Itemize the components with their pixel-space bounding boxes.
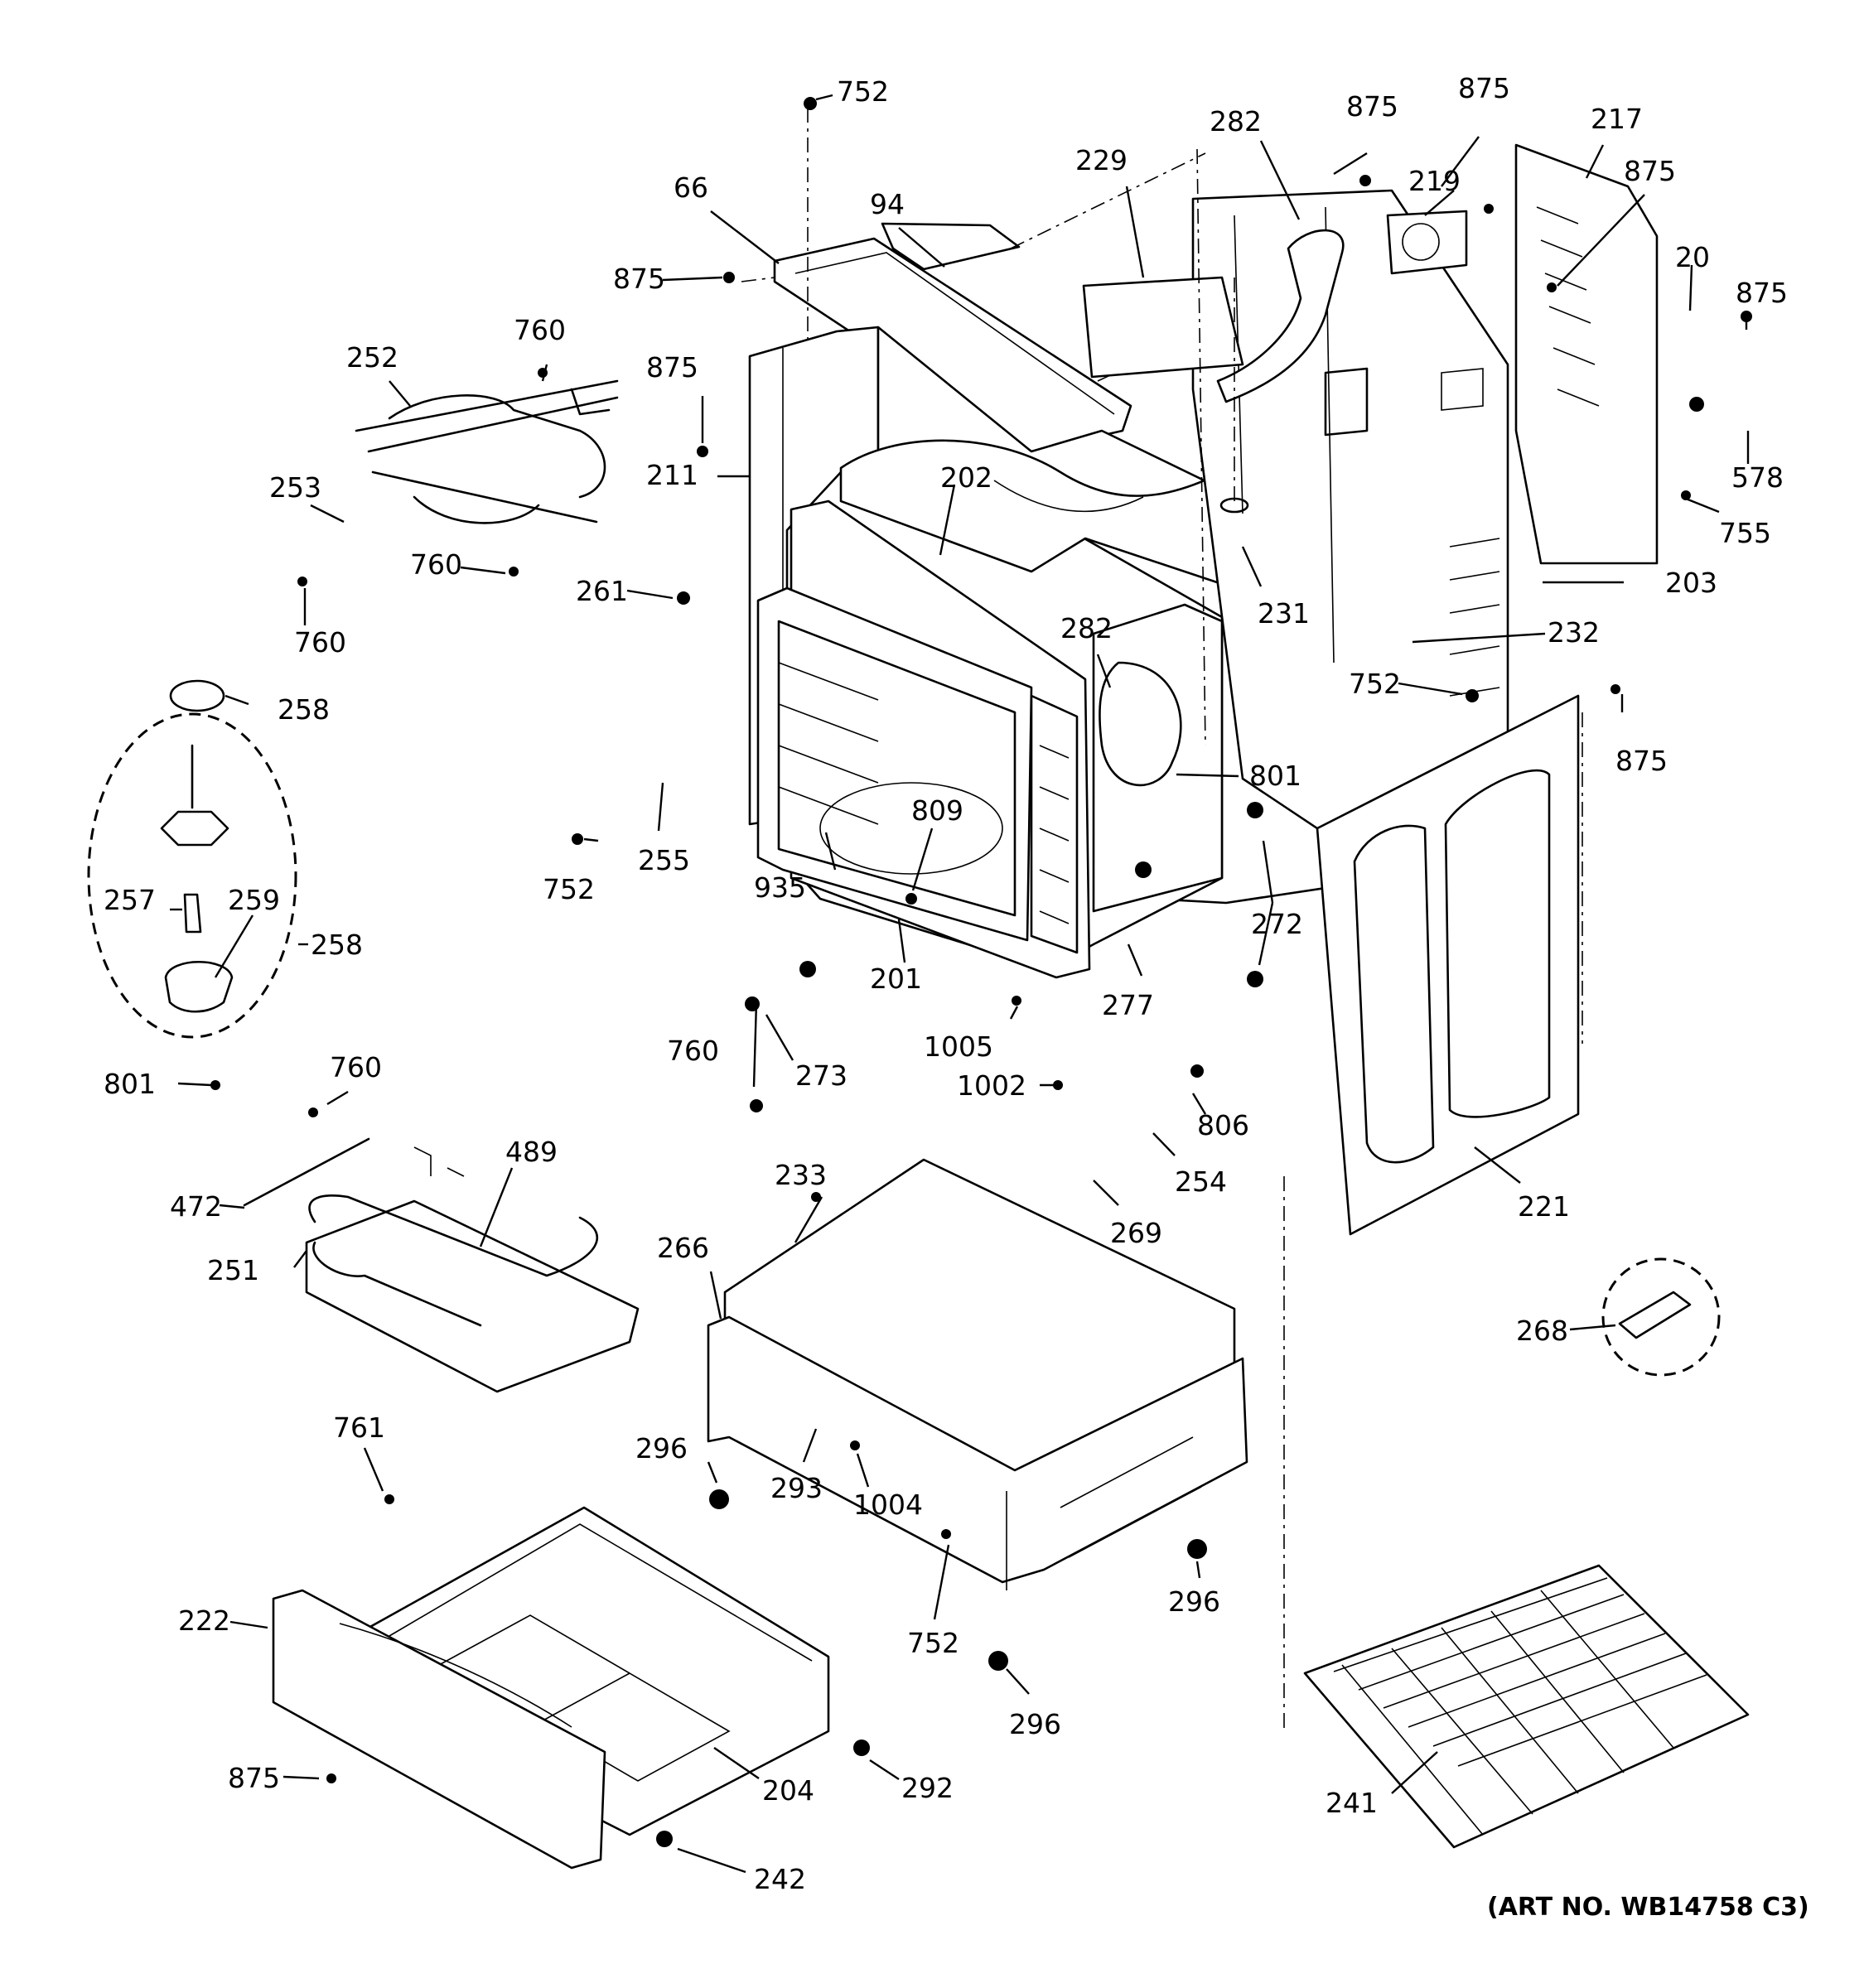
callout-806: 806 (1197, 1109, 1249, 1141)
callout-1005: 1005 (924, 1030, 993, 1063)
leader-lines (170, 94, 1750, 1874)
callout-296: 296 (635, 1432, 688, 1464)
callout-229: 229 (1075, 144, 1128, 176)
callout-761: 761 (333, 1411, 385, 1444)
bake-element (243, 1137, 640, 1393)
callout-489: 489 (505, 1136, 558, 1168)
callout-752: 752 (543, 873, 595, 905)
callout-875: 875 (228, 1762, 280, 1794)
small-part-268 (1601, 1257, 1721, 1377)
callout-292: 292 (901, 1772, 954, 1804)
callout-242: 242 (754, 1863, 806, 1895)
callout-217: 217 (1591, 103, 1643, 135)
callout-272: 272 (1251, 908, 1303, 940)
callout-277: 277 (1102, 989, 1154, 1021)
rear-panel-assembly (1082, 143, 1659, 880)
callout-752: 752 (837, 75, 889, 108)
broil-element (355, 379, 619, 524)
callout-760: 760 (667, 1035, 719, 1067)
callout-94: 94 (870, 188, 905, 220)
fasteners (210, 97, 1752, 1847)
callout-875: 875 (646, 351, 698, 384)
art-number-label: (ART NO. WB14758 C3) (1487, 1893, 1809, 1922)
callout-254: 254 (1175, 1165, 1227, 1198)
callout-752: 752 (907, 1627, 959, 1659)
callout-222: 222 (178, 1604, 230, 1637)
callout-20: 20 (1675, 241, 1710, 273)
callout-211: 211 (646, 459, 698, 491)
callout-257: 257 (104, 884, 156, 916)
callout-578: 578 (1731, 461, 1784, 494)
callout-755: 755 (1719, 517, 1771, 549)
callout-472: 472 (170, 1190, 222, 1223)
callout-273: 273 (795, 1059, 847, 1092)
callout-66: 66 (674, 171, 708, 204)
callout-809: 809 (911, 794, 963, 827)
callout-875: 875 (1615, 745, 1668, 777)
drawer-support-frame (707, 1158, 1248, 1590)
callout-801: 801 (104, 1068, 156, 1100)
callout-219: 219 (1408, 165, 1461, 197)
callout-875: 875 (1458, 72, 1510, 104)
callout-1002: 1002 (957, 1069, 1026, 1102)
callout-1004: 1004 (853, 1489, 923, 1521)
callout-282: 282 (1060, 612, 1113, 644)
callout-875: 875 (1346, 90, 1398, 123)
callout-875: 875 (1624, 155, 1676, 187)
callout-760: 760 (410, 548, 462, 581)
callout-296: 296 (1168, 1585, 1220, 1618)
callout-760: 760 (330, 1051, 382, 1083)
callout-204: 204 (762, 1774, 814, 1807)
callout-258: 258 (311, 929, 363, 961)
callout-231: 231 (1258, 597, 1310, 630)
callout-201: 201 (870, 963, 922, 995)
storage-drawer (272, 1506, 830, 1870)
callout-875: 875 (613, 263, 665, 295)
callout-266: 266 (657, 1232, 709, 1264)
callout-221: 221 (1518, 1190, 1570, 1223)
callout-269: 269 (1110, 1217, 1162, 1249)
oven-cavity (756, 470, 1257, 979)
surface-unit-kit (87, 679, 297, 1039)
callout-293: 293 (770, 1472, 823, 1504)
callout-258: 258 (278, 693, 330, 726)
callout-233: 233 (775, 1159, 827, 1191)
callout-760: 760 (294, 626, 346, 659)
callout-259: 259 (228, 884, 280, 916)
callout-253: 253 (269, 471, 321, 504)
callout-232: 232 (1548, 616, 1600, 649)
top-support-bracket (741, 108, 1132, 453)
side-panel (1283, 694, 1583, 1731)
part-callouts: 752 66 94 875 875 229 282 875 875 219 21… (104, 72, 1788, 1895)
callout-296: 296 (1009, 1708, 1061, 1740)
callout-875: 875 (1736, 277, 1788, 309)
callout-251: 251 (207, 1254, 259, 1286)
callout-261: 261 (576, 575, 628, 607)
callout-752: 752 (1349, 668, 1401, 700)
callout-255: 255 (638, 844, 690, 876)
callout-203: 203 (1665, 567, 1717, 599)
callout-252: 252 (346, 341, 398, 374)
callout-801: 801 (1249, 760, 1301, 792)
callout-241: 241 (1326, 1787, 1378, 1819)
callout-202: 202 (940, 461, 992, 494)
callout-935: 935 (754, 871, 806, 904)
callout-268: 268 (1516, 1315, 1568, 1347)
callout-760: 760 (514, 314, 566, 346)
oven-rack (1303, 1564, 1750, 1849)
callout-282: 282 (1210, 105, 1262, 138)
